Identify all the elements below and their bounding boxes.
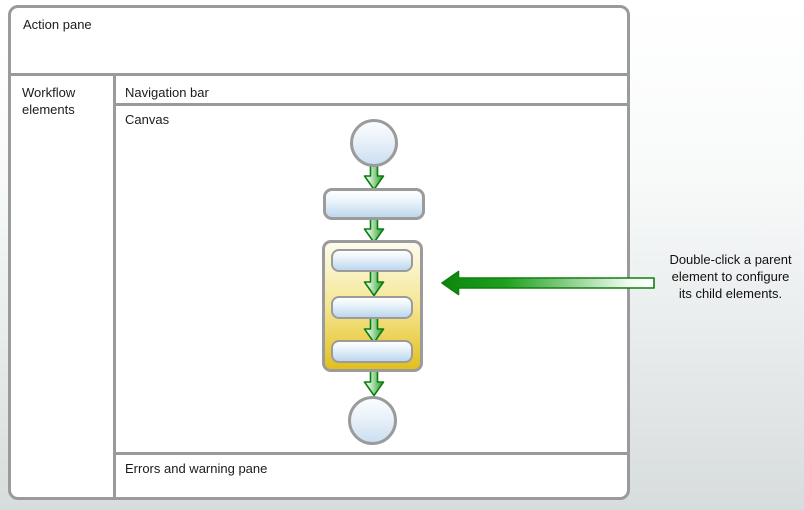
action-pane-label: Action pane (23, 17, 92, 32)
workflow-element-node (323, 188, 425, 220)
callout-line: Double-click a parent (669, 252, 792, 267)
callout-line: its child elements. (678, 286, 783, 301)
callout-left-arrow-icon (441, 270, 655, 296)
child-element-node (331, 296, 413, 319)
start-node-circle (350, 119, 398, 167)
workflow-elements-label: Workflow elements (22, 85, 76, 117)
callout-annotation: Double-click a parent element to configu… (657, 251, 804, 302)
flow-arrow-down-icon (363, 269, 385, 297)
navigation-bar-label: Navigation bar (125, 85, 209, 100)
end-node-circle (348, 396, 397, 445)
flow-arrow-down-icon (363, 369, 385, 397)
child-element-node (331, 249, 413, 272)
canvas-divider (116, 452, 627, 455)
workflow-elements-divider (113, 76, 116, 497)
errors-pane-label: Errors and warning pane (125, 461, 268, 476)
canvas-label: Canvas (125, 112, 170, 127)
callout-line: element to configure (671, 269, 790, 284)
child-element-node (331, 340, 413, 363)
action-pane-divider (11, 73, 627, 76)
flow-arrow-down-icon (363, 163, 385, 191)
navigation-bar-divider (116, 103, 627, 106)
workflow-editor-panel: Action pane Workflow elements Navigation… (8, 5, 630, 500)
